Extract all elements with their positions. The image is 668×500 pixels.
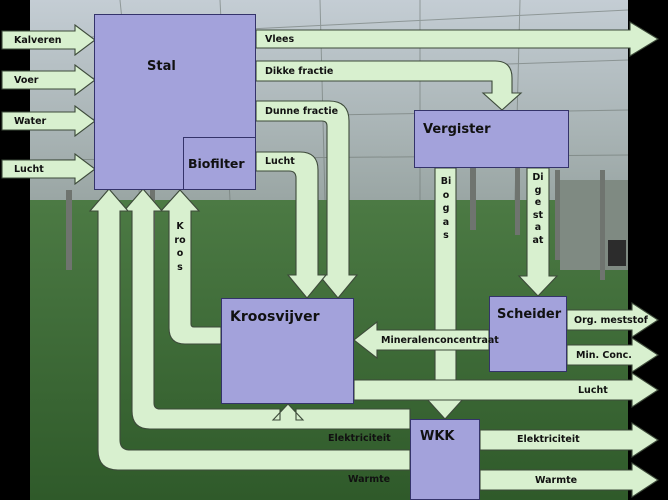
scheider-node: Scheider [489,296,567,372]
arrow-lucht-biofilter [255,151,328,299]
arrow-lucht-in [1,152,96,186]
label-lucht-out: Lucht [578,385,608,396]
label-dikke-fractie: Dikke fractie [265,66,334,77]
label-warmte-out: Warmte [535,475,578,486]
kroosvijver-node: Kroosvijver [221,298,354,404]
scheider-label: Scheider [497,307,562,322]
label-warmte-in: Warmte [348,474,391,485]
arrow-dikke-fractie [255,60,523,111]
arrow-dunne-fractie [255,100,359,299]
kroosvijver-label: Kroosvijver [230,309,320,325]
label-org-meststof: Org. meststof [574,315,648,326]
label-kalveren: Kalveren [14,35,62,46]
wkk-node: WKK [410,419,480,500]
arrow-org-meststof [566,301,660,339]
biofilter-label: Biofilter [188,156,245,171]
biofilter-node: Biofilter [183,137,256,190]
arrow-elektriciteit-out [479,421,660,459]
vergister-node: Vergister [414,110,569,168]
label-lucht-in: Lucht [14,164,44,175]
stal-label: Stal [147,59,176,74]
label-water: Water [14,116,47,127]
label-digestaat: Digestaat [532,172,544,246]
label-dunne-fractie: Dunne fractie [265,106,339,117]
label-kroos: Kroos [174,221,186,273]
wkk-label: WKK [420,429,455,444]
label-biogas: Biogas [440,176,452,241]
label-min-conc: Min. Conc. [576,350,632,361]
label-vlees: Vlees [265,34,295,45]
label-voer: Voer [14,75,39,86]
label-lucht-biofilter: Lucht [265,156,295,167]
arrow-warmte-out [479,461,660,499]
arrow-min-conc [566,336,660,374]
arrow-lucht-out [353,371,660,409]
arrow-warmte-in [88,188,411,471]
arrow-voer [1,63,96,97]
arrow-vlees [255,21,660,57]
label-elektriciteit-in: Elektriciteit [328,433,391,444]
vergister-label: Vergister [423,122,491,137]
arrow-kalveren [1,23,96,57]
arrow-water [1,104,96,138]
label-mineralenconcentraat: Mineralenconcentraat [381,335,499,346]
arrow-mineralenconcentraat [353,320,490,360]
arrow-kroos [159,189,222,345]
arrow-elektriciteit-in [122,188,411,430]
label-elektriciteit-out: Elektriciteit [517,434,580,445]
arrow-digestaat [517,167,559,297]
